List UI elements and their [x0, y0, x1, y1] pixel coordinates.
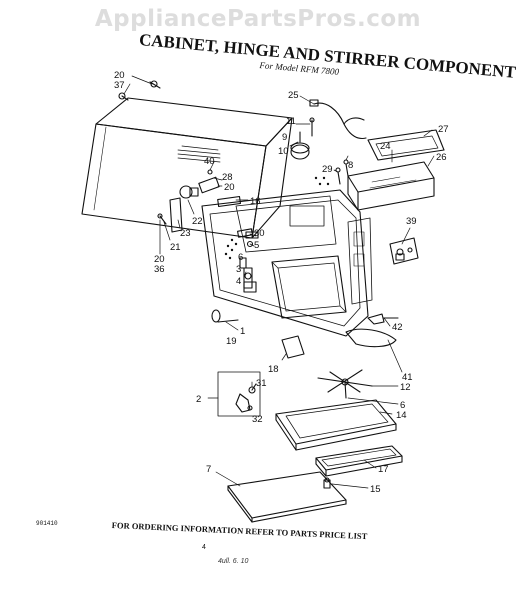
- callout-20-mid: 20: [224, 182, 235, 193]
- callout-1: 1: [240, 326, 245, 337]
- switch-board-39: [389, 237, 419, 265]
- callout-11: 11: [286, 116, 296, 127]
- callout-37: 37: [114, 80, 125, 91]
- callout-5: 5: [254, 240, 259, 251]
- waveguide-cover-26: [347, 161, 435, 211]
- callout-9: 9: [282, 132, 287, 143]
- callout-17: 17: [378, 464, 389, 475]
- bottom-panel-7: [227, 471, 347, 523]
- callout-labels: 20 37 25 27 11 9 10 24 26 29 8 40 28 20 …: [114, 70, 449, 495]
- callout-36: 36: [154, 264, 165, 275]
- callout-31: 31: [256, 378, 267, 389]
- callout-21: 21: [170, 242, 181, 253]
- plate-18: [281, 335, 305, 359]
- oven-cavity-frame: [201, 176, 373, 337]
- glass-cover-17: [315, 445, 403, 477]
- callout-2: 2: [196, 394, 201, 405]
- callout-28: 28: [222, 172, 233, 183]
- callout-27: 27: [438, 124, 449, 135]
- callout-4: 4: [236, 276, 241, 287]
- stirrer-blade-12: [317, 369, 373, 399]
- callout-26: 26: [436, 152, 447, 163]
- stirrer-bracket-42: [367, 313, 399, 325]
- stirrer-cover-27: [367, 129, 445, 161]
- callout-20-low: 20: [154, 254, 165, 265]
- wire-harness-25: [309, 99, 367, 140]
- callout-40: 40: [204, 156, 215, 167]
- callout-22: 22: [192, 216, 203, 227]
- stirrer-support-41: [345, 328, 397, 348]
- callout-20: 20: [114, 70, 125, 81]
- callout-8: 8: [348, 160, 353, 171]
- tray-14: [275, 399, 397, 451]
- leader-lines: [123, 75, 435, 489]
- page-number: 4: [202, 544, 206, 551]
- callout-19: 19: [226, 336, 237, 347]
- watermark: AppliancePartsPros.com: [94, 6, 422, 32]
- callout-23: 23: [180, 228, 191, 239]
- callout-3: 3: [236, 264, 241, 275]
- callout-29: 29: [322, 164, 333, 175]
- handwritten-note: 4ull. 6. 10: [218, 558, 249, 565]
- callout-25: 25: [288, 90, 299, 101]
- hinge-assembly-2: [217, 371, 261, 417]
- callout-24: 24: [380, 141, 391, 152]
- callout-32: 32: [252, 414, 263, 425]
- callout-18: 18: [268, 364, 279, 375]
- callout-30: 30: [254, 228, 265, 239]
- interlock-switches: [211, 231, 259, 323]
- callout-12: 12: [400, 382, 411, 393]
- callout-15: 15: [370, 484, 381, 495]
- callout-6-lower: 6: [400, 400, 405, 411]
- stirrer-motor-10: [290, 117, 315, 160]
- callout-41: 41: [402, 372, 413, 383]
- callout-10: 10: [278, 146, 289, 157]
- document-code: 901410: [36, 520, 58, 527]
- callout-16: 16: [250, 196, 261, 207]
- callout-14: 14: [396, 410, 407, 421]
- callout-6: 6: [238, 252, 243, 263]
- cabinet-wrapper: [81, 80, 293, 239]
- callout-42: 42: [392, 322, 403, 333]
- callout-39: 39: [406, 216, 417, 227]
- callout-7: 7: [206, 464, 211, 475]
